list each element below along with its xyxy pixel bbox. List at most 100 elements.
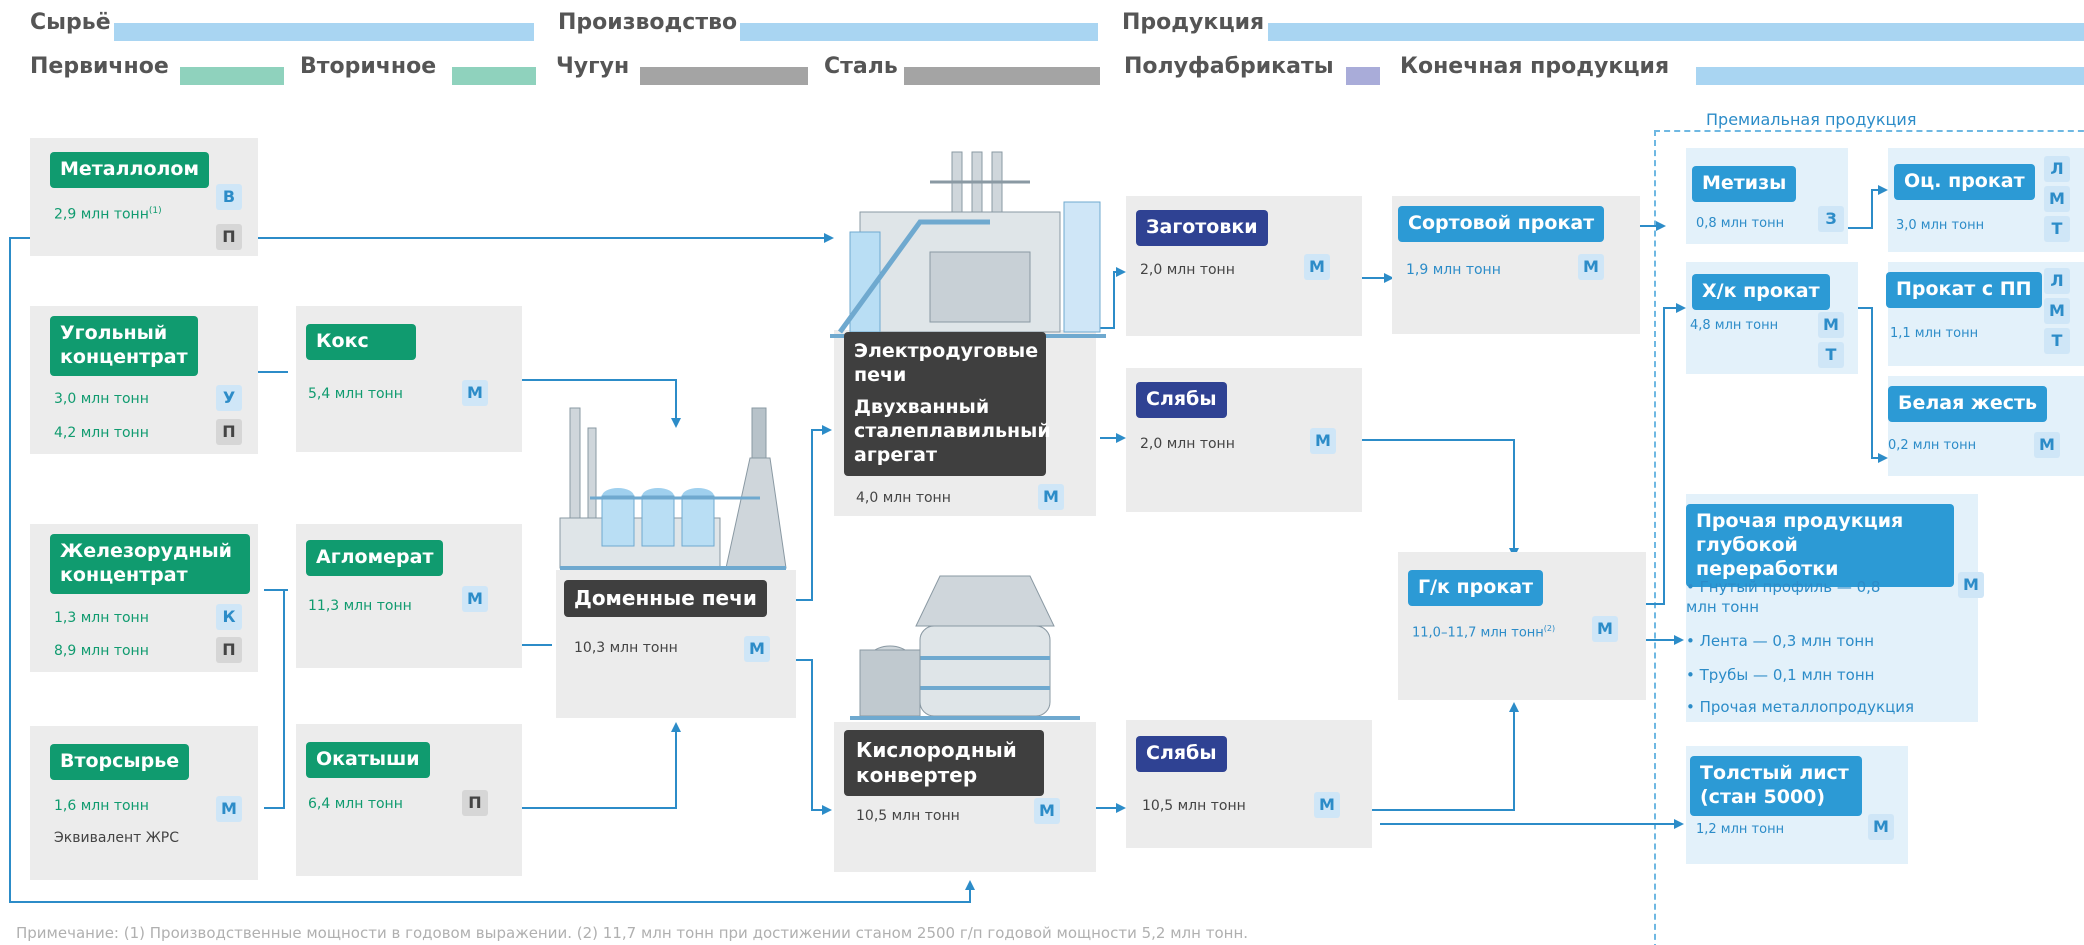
- deep-item-4: • Прочая металлопродукция: [1686, 698, 1915, 716]
- cold-label: Х/к прокат: [1692, 274, 1830, 310]
- long-value: 1,9 млн тонн: [1406, 262, 1501, 278]
- coke-tag: М: [462, 380, 488, 406]
- tin-tag: М: [2034, 432, 2060, 458]
- coal-label: Угольный концентрат: [50, 316, 198, 376]
- galv-label: Оц. прокат: [1894, 164, 2035, 200]
- header-bar-steel: [904, 67, 1100, 85]
- header-raw: Сырьё: [30, 10, 111, 35]
- premium-region: [1654, 130, 2084, 945]
- recycled-note: Эквивалент ЖРС: [54, 830, 180, 846]
- header-final: Конечная продукция: [1400, 54, 1670, 79]
- hot-value: 11,0–11,7 млн тонн(2): [1412, 624, 1556, 641]
- coal-value-1: 3,0 млн тонн: [54, 391, 149, 407]
- slabs2-label: Слябы: [1136, 736, 1227, 772]
- header-secondary: Вторичное: [300, 54, 437, 79]
- tin-label: Белая жесть: [1888, 386, 2048, 422]
- hardware-tag: З: [1818, 206, 1844, 232]
- ore-label: Железорудный концентрат: [50, 534, 250, 594]
- slabs1-value: 2,0 млн тонн: [1140, 436, 1235, 452]
- header-bar-raw: [114, 23, 534, 41]
- tin-value: 0,2 млн тонн: [1888, 438, 1977, 453]
- long-tag: М: [1578, 254, 1604, 280]
- slabs1-label: Слябы: [1136, 382, 1227, 418]
- pellets-label: Окатыши: [306, 742, 430, 778]
- eaf-label-2: Двухванный сталеплавильный агрегат: [854, 396, 1051, 466]
- header-bar-semi: [1346, 67, 1380, 85]
- coal-value-2: 4,2 млн тонн: [54, 425, 149, 441]
- coated-label: Прокат с ПП: [1886, 272, 2042, 308]
- bof-value: 10,5 млн тонн: [856, 808, 960, 824]
- billets-tag: М: [1304, 254, 1330, 280]
- slabs2-value: 10,5 млн тонн: [1142, 798, 1246, 814]
- bof-tag: М: [1034, 798, 1060, 824]
- cold-tag-1: М: [1818, 312, 1844, 338]
- hardware-label: Метизы: [1692, 166, 1797, 202]
- galv-value: 3,0 млн тонн: [1896, 218, 1985, 233]
- header-primary: Первичное: [30, 54, 169, 79]
- deep-item-3: • Трубы — 0,1 млн тонн: [1686, 666, 1875, 684]
- sinter-tag: М: [462, 586, 488, 612]
- header-production: Производство: [558, 10, 738, 35]
- blast-label: Доменные печи: [564, 580, 767, 617]
- billets-label: Заготовки: [1136, 210, 1268, 246]
- scrap-label: Металлолом: [50, 152, 210, 188]
- hot-label: Г/к прокат: [1408, 570, 1544, 606]
- header-steel: Сталь: [824, 54, 898, 79]
- ore-tag-1: К: [216, 604, 242, 630]
- header-bar-primary: [180, 67, 284, 85]
- header-pig-iron: Чугун: [556, 54, 630, 79]
- ore-tag-2: П: [216, 637, 242, 663]
- coated-tag-1: Л: [2044, 268, 2070, 294]
- header-products: Продукция: [1122, 10, 1265, 35]
- eaf-value: 4,0 млн тонн: [856, 490, 951, 506]
- header-bar-secondary: [452, 67, 536, 85]
- deep-item-1: • Гнутый профиль — 0,8 млн тонн: [1686, 578, 1881, 616]
- plate-label: Толстый лист (стан 5000): [1690, 756, 1862, 816]
- long-label: Сортовой прокат: [1398, 206, 1605, 242]
- pellets-value: 6,4 млн тонн: [308, 796, 403, 812]
- deep-label: Прочая продукция глубокой переработки: [1686, 504, 1954, 588]
- slabs2-tag: М: [1314, 792, 1340, 818]
- deep-tag: М: [1958, 572, 1984, 598]
- header-semi: Полуфабрикаты: [1124, 54, 1334, 79]
- coated-tag-2: М: [2044, 298, 2070, 324]
- blast-tag: М: [744, 636, 770, 662]
- cold-tag-2: Т: [1818, 342, 1844, 368]
- header-bar-final: [1696, 67, 2084, 85]
- coke-label: Кокс: [306, 324, 416, 360]
- coated-tag-3: Т: [2044, 328, 2070, 354]
- coal-tag-1: У: [216, 385, 242, 411]
- pellets-tag: П: [462, 790, 488, 816]
- eaf-label-1: Электродуговые печи: [854, 340, 1039, 386]
- footnote: Примечание: (1) Производственные мощност…: [16, 924, 1249, 942]
- header-bar-production: [740, 23, 1098, 41]
- oxygen-converter-icon: [850, 575, 1080, 720]
- galv-tag-3: Т: [2044, 216, 2070, 242]
- coke-value: 5,4 млн тонн: [308, 386, 403, 402]
- slabs1-tag: М: [1310, 428, 1336, 454]
- scrap-tag-2: П: [216, 224, 242, 250]
- electric-arc-furnace-icon: [830, 151, 1106, 338]
- coal-tag-2: П: [216, 419, 242, 445]
- recycled-label: Вторсырье: [50, 744, 190, 780]
- ore-value-1: 1,3 млн тонн: [54, 610, 149, 626]
- galv-tag-1: Л: [2044, 156, 2070, 182]
- scrap-tag-1: В: [216, 184, 242, 210]
- billets-value: 2,0 млн тонн: [1140, 262, 1235, 278]
- sinter-value: 11,3 млн тонн: [308, 598, 412, 614]
- plate-value: 1,2 млн тонн: [1696, 822, 1785, 837]
- header-bar-products: [1268, 23, 2084, 41]
- hot-tag: М: [1592, 616, 1618, 642]
- header-bar-pig-iron: [640, 67, 808, 85]
- premium-label: Премиальная продукция: [1694, 110, 1929, 129]
- bof-label: Кислородный конвертер: [844, 730, 1044, 796]
- sinter-label: Агломерат: [306, 540, 444, 576]
- recycled-tag: М: [216, 796, 242, 822]
- cold-value: 4,8 млн тонн: [1690, 318, 1779, 333]
- plate-tag: М: [1868, 814, 1894, 840]
- deep-item-2: • Лента — 0,3 млн тонн: [1686, 632, 1875, 650]
- coated-value: 1,1 млн тонн: [1890, 326, 1979, 341]
- ore-value-2: 8,9 млн тонн: [54, 643, 149, 659]
